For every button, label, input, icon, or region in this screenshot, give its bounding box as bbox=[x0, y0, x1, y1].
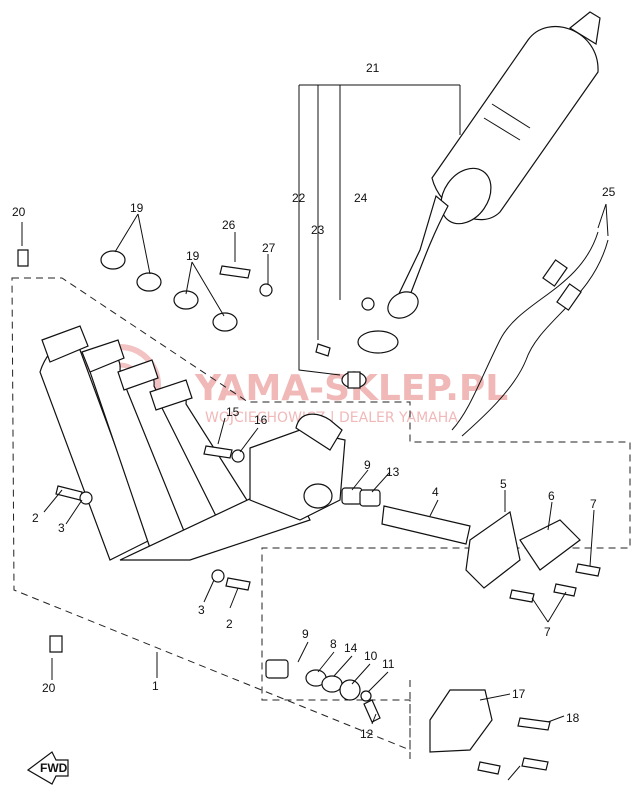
callout-20-top: 20 bbox=[12, 205, 26, 219]
callout-4: 4 bbox=[432, 485, 439, 499]
callout-7-bottom: 7 bbox=[544, 625, 551, 639]
callout-18: 18 bbox=[566, 711, 580, 725]
sensor-housing bbox=[429, 689, 493, 753]
collector-chamber bbox=[249, 413, 346, 521]
callout-2-right: 2 bbox=[226, 617, 233, 631]
control-cables bbox=[451, 231, 609, 437]
callout-numbers: 21 22 23 24 25 26 27 20 19 19 15 16 9 13… bbox=[12, 61, 616, 741]
callout-1: 1 bbox=[152, 679, 159, 693]
header-pipes bbox=[39, 325, 311, 561]
callout-3-left: 3 bbox=[58, 521, 65, 535]
callout-2-left: 2 bbox=[32, 511, 39, 525]
bolts bbox=[17, 249, 601, 775]
valve-parts bbox=[265, 487, 581, 702]
callout-5: 5 bbox=[500, 477, 507, 491]
silencer bbox=[387, 11, 601, 319]
callout-13: 13 bbox=[386, 465, 400, 479]
callout-9-top: 9 bbox=[364, 458, 371, 472]
callout-21: 21 bbox=[366, 61, 380, 75]
fwd-arrow: FWD bbox=[26, 751, 69, 785]
callout-8: 8 bbox=[330, 637, 337, 651]
callout-19-left: 19 bbox=[130, 201, 144, 215]
callout-12: 12 bbox=[360, 727, 374, 741]
leader-lines bbox=[21, 84, 609, 781]
callout-10: 10 bbox=[364, 649, 378, 663]
callout-7-top: 7 bbox=[590, 497, 597, 511]
port-gaskets bbox=[100, 250, 238, 332]
callout-25: 25 bbox=[602, 185, 616, 199]
fwd-label: FWD bbox=[40, 761, 68, 775]
callout-27: 27 bbox=[262, 241, 276, 255]
callout-17: 17 bbox=[512, 687, 526, 701]
callout-9-bottom: 9 bbox=[302, 627, 309, 641]
callout-22: 22 bbox=[292, 191, 306, 205]
callout-14: 14 bbox=[344, 641, 358, 655]
watermark-subtitle: WOJCIECHOWICZ | DEALER YAMAHA bbox=[205, 410, 458, 426]
clamp-set bbox=[315, 297, 399, 389]
callout-16: 16 bbox=[254, 413, 268, 427]
callout-3-right: 3 bbox=[198, 603, 205, 617]
callout-26: 26 bbox=[222, 218, 236, 232]
callout-15: 15 bbox=[226, 405, 240, 419]
callout-11: 11 bbox=[382, 657, 395, 671]
callout-20-bottom: 20 bbox=[42, 681, 56, 695]
callout-19-right: 19 bbox=[186, 249, 200, 263]
callout-24: 24 bbox=[354, 191, 368, 205]
callout-6: 6 bbox=[548, 489, 555, 503]
callout-23: 23 bbox=[311, 223, 325, 237]
